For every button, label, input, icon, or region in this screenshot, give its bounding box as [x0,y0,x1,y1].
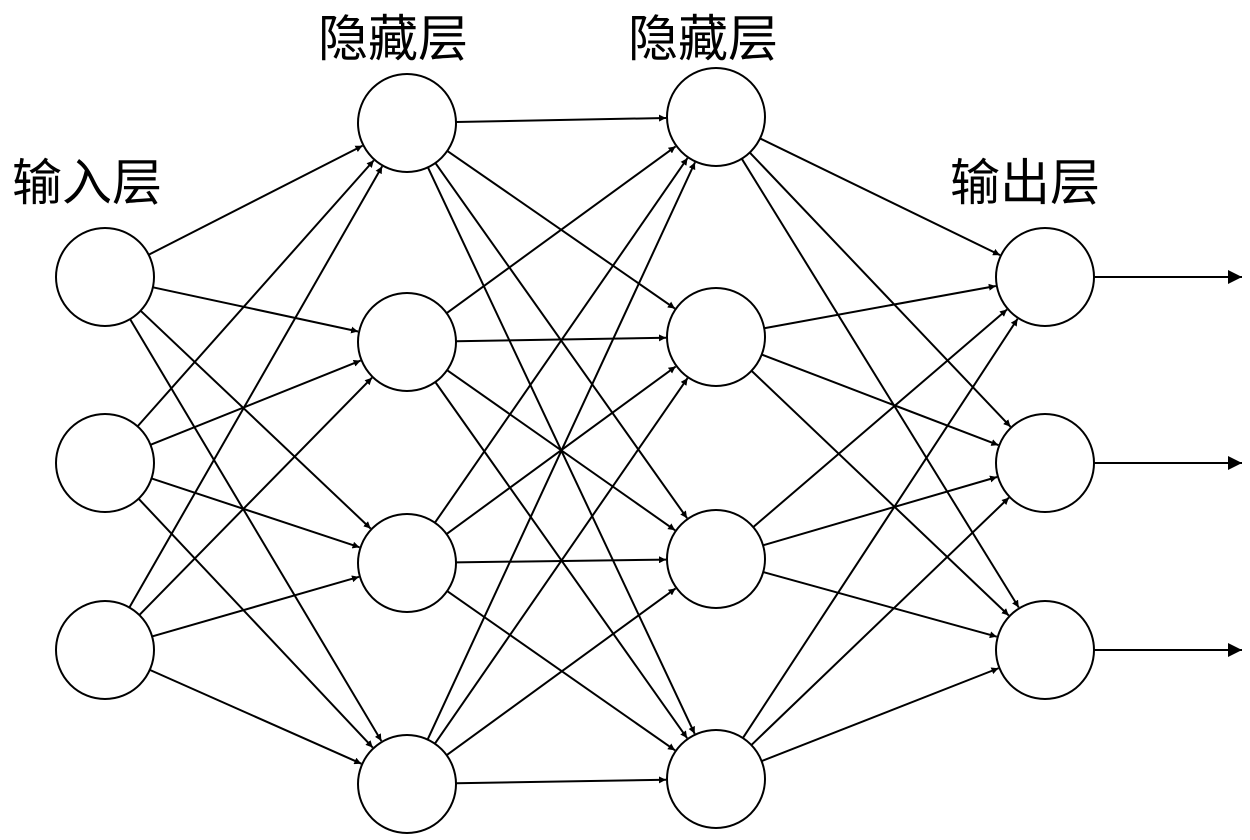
connections [128,114,1020,785]
edge-hidden-2-1-to-output-1 [759,137,1001,257]
edge-hidden-2-4-to-output-1 [742,318,1019,739]
edge-input-3-to-hidden-1-3 [151,575,360,638]
edge-input-3-to-hidden-1-1 [128,165,384,608]
node-input-2 [55,413,155,513]
layer-label-hidden-1: 隐藏层 [318,10,468,68]
node-output-1 [995,227,1095,327]
edge-hidden-1-4-to-hidden-2-1 [426,161,696,740]
node-hidden-1-1 [357,73,457,173]
edge-hidden-1-4-to-hidden-2-3 [446,587,677,756]
edge-hidden-1-3-to-hidden-2-1 [434,157,689,524]
edge-hidden-1-2-to-hidden-2-1 [446,145,677,314]
edge-input-3-to-hidden-1-2 [138,377,373,616]
edge-input-2-to-hidden-1-4 [137,498,374,749]
node-hidden-2-2 [666,287,766,387]
edge-hidden-1-1-to-hidden-2-1 [455,114,667,124]
node-input-1 [55,227,155,327]
edge-input-2-to-hidden-1-1 [136,159,375,428]
edge-input-1-to-hidden-1-4 [129,318,383,742]
edge-hidden-2-2-to-output-2 [761,353,999,447]
edge-input-1-to-hidden-1-3 [139,309,372,530]
node-hidden-2-3 [666,509,766,609]
edge-input-1-to-hidden-1-1 [148,144,363,256]
edge-hidden-1-4-to-hidden-2-2 [434,377,689,745]
edge-hidden-2-4-to-output-2 [750,496,1010,746]
edge-hidden-2-1-to-output-2 [749,151,1012,428]
edge-hidden-2-3-to-output-1 [752,308,1008,528]
edge-input-1-to-hidden-1-2 [152,286,359,334]
edge-input-3-to-hidden-1-4 [149,668,362,765]
layer-label-input: 输入层 [12,154,162,212]
node-hidden-2-1 [666,67,766,167]
edge-hidden-2-2-to-output-3 [750,370,1010,617]
layer-label-output: 输出层 [950,154,1100,212]
node-input-3 [55,600,155,700]
edge-hidden-2-4-to-output-3 [761,667,999,763]
node-output-2 [995,413,1095,513]
edge-input-2-to-hidden-1-3 [151,477,360,549]
edge-hidden-2-3-to-output-3 [762,571,998,639]
output-arrows [1094,270,1242,657]
layer-label-hidden-2: 隐藏层 [628,10,778,68]
edge-input-2-to-hidden-1-2 [150,359,361,446]
node-hidden-2-4 [666,729,766,829]
node-hidden-1-2 [357,292,457,392]
edge-hidden-2-2-to-output-1 [764,283,996,330]
node-output-3 [995,600,1095,700]
node-hidden-1-4 [357,734,457,834]
nodes [55,67,1095,834]
edge-hidden-1-4-to-hidden-2-4 [455,776,667,785]
edge-hidden-2-3-to-output-2 [762,475,998,547]
node-hidden-1-3 [357,513,457,613]
